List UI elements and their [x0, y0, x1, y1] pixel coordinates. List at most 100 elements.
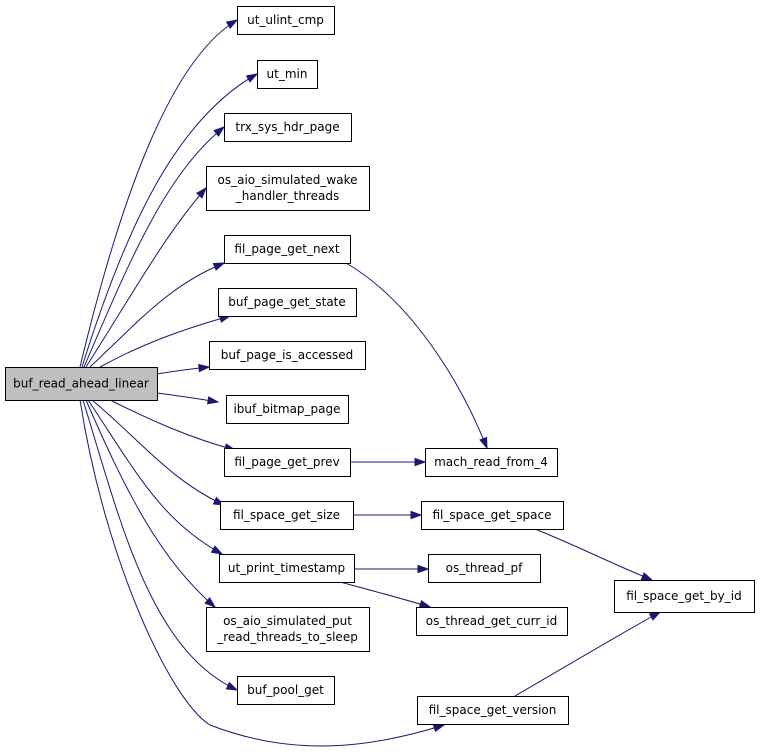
edge-n11-to-n17: [339, 581, 432, 609]
node-label: ibuf_bitmap_page: [233, 402, 340, 416]
function-node[interactable]: fil_page_get_prev: [224, 448, 351, 477]
node-box: [421, 501, 564, 530]
node-box: [219, 554, 355, 583]
node-box: [224, 448, 351, 477]
node-label: fil_space_get_version: [429, 703, 557, 717]
node-box: [5, 367, 158, 401]
node-label: ut_ulint_cmp: [247, 13, 324, 27]
arrowhead-icon: [198, 363, 211, 373]
function-node[interactable]: os_thread_pf: [428, 554, 541, 583]
node-label: buf_page_is_accessed: [221, 348, 353, 362]
edge-root-to-n1: [79, 19, 239, 368]
arrowhead-icon: [225, 19, 239, 29]
edge-root-to-n18: [79, 399, 446, 747]
node-box: [237, 6, 335, 35]
edge-root-to-n6: [99, 314, 232, 368]
function-node[interactable]: os_aio_simulated_put _read_threads_to_sle…: [206, 607, 370, 652]
edge-n15-to-n19: [534, 528, 654, 581]
edge-n11-to-n16: [354, 564, 430, 574]
function-node[interactable]: fil_space_get_by_id: [614, 580, 755, 613]
arrowhead-icon: [195, 186, 207, 199]
node-box: [425, 448, 558, 477]
node-box: [220, 501, 354, 530]
node-label: os_thread_get_curr_id: [426, 614, 557, 628]
node-label: buf_page_get_state: [228, 295, 346, 309]
arrowhead-icon: [414, 457, 427, 467]
node-label: fil_page_get_next: [234, 242, 339, 256]
arrowhead-icon: [210, 545, 224, 555]
nodes-layer: buf_read_ahead_linear ut_ulint_cmp ut_mint…: [5, 6, 755, 725]
node-box: [226, 395, 349, 424]
arrowhead-icon: [213, 126, 226, 137]
node-label: trx_sys_hdr_page: [235, 120, 339, 134]
node-label: os_thread_pf: [446, 561, 524, 575]
node-box: [209, 341, 366, 370]
function-node[interactable]: fil_space_get_version: [417, 696, 569, 725]
node-label: _handler_threads: [235, 189, 339, 203]
node-label: fil_space_get_size: [233, 508, 340, 522]
function-node[interactable]: os_aio_simulated_wake _handler_threads: [206, 166, 370, 211]
edges-layer: [79, 19, 662, 747]
function-node[interactable]: fil_page_get_next: [224, 235, 351, 264]
function-node[interactable]: buf_page_is_accessed: [209, 341, 366, 370]
arrowhead-icon: [212, 262, 226, 271]
root-function-node[interactable]: buf_read_ahead_linear: [5, 367, 158, 401]
arrowhead-icon: [432, 724, 446, 733]
edge-root-to-n13: [82, 399, 239, 691]
node-label: fil_page_get_prev: [234, 455, 339, 469]
function-node[interactable]: ut_print_timestamp: [219, 554, 355, 583]
node-label: buf_pool_get: [247, 683, 324, 697]
node-box: [428, 554, 541, 583]
edge-n10-to-n15: [353, 510, 423, 520]
function-node[interactable]: buf_page_get_state: [218, 288, 357, 317]
function-node[interactable]: fil_space_get_size: [220, 501, 354, 530]
edge-n5-to-n14: [345, 262, 488, 450]
node-box: [218, 288, 357, 317]
node-box: [416, 607, 568, 636]
function-node[interactable]: ut_ulint_cmp: [237, 6, 335, 35]
node-box: [417, 696, 569, 725]
node-label: _read_threads_to_sleep: [216, 630, 358, 644]
edge-root-to-n3: [83, 126, 226, 368]
function-node[interactable]: trx_sys_hdr_page: [224, 113, 352, 142]
function-node[interactable]: os_thread_get_curr_id: [416, 607, 568, 636]
function-node[interactable]: mach_read_from_4: [425, 448, 558, 477]
node-box: [237, 676, 335, 705]
edge-root-to-n11: [87, 399, 224, 555]
arrowhead-icon: [417, 564, 430, 574]
node-label: buf_read_ahead_linear: [13, 377, 149, 391]
edge-root-to-n5: [89, 262, 226, 368]
node-label: ut_min: [267, 67, 308, 81]
node-label: fil_space_get_by_id: [626, 589, 741, 603]
edge-root-to-n8: [156, 392, 220, 405]
arrowhead-icon: [418, 599, 432, 609]
edge-root-to-n2: [81, 73, 259, 368]
node-box: [257, 60, 318, 89]
node-label: os_aio_simulated_wake: [218, 173, 358, 187]
node-box: [614, 580, 755, 613]
function-node[interactable]: ut_min: [257, 60, 318, 89]
edge-root-to-n7: [156, 363, 211, 375]
arrowhead-icon: [225, 681, 239, 691]
node-box: [224, 113, 352, 142]
node-label: ut_print_timestamp: [228, 561, 345, 575]
edge-root-to-n9: [109, 399, 237, 452]
node-box: [206, 166, 370, 211]
node-label: os_aio_simulated_put: [223, 614, 352, 628]
edge-root-to-n4: [85, 186, 207, 368]
arrowhead-icon: [648, 611, 662, 621]
function-node[interactable]: fil_space_get_space: [421, 501, 564, 530]
arrowhead-icon: [245, 73, 259, 83]
arrowhead-icon: [479, 436, 488, 450]
arrowhead-icon: [640, 572, 654, 581]
arrowhead-icon: [410, 510, 423, 520]
function-node[interactable]: ibuf_bitmap_page: [226, 395, 349, 424]
node-label: fil_space_get_space: [432, 508, 551, 522]
function-node[interactable]: buf_pool_get: [237, 676, 335, 705]
node-box: [224, 235, 351, 264]
node-box: [206, 607, 370, 652]
node-label: mach_read_from_4: [434, 455, 548, 469]
edge-n9-to-n14: [350, 457, 427, 467]
arrowhead-icon: [206, 396, 220, 405]
